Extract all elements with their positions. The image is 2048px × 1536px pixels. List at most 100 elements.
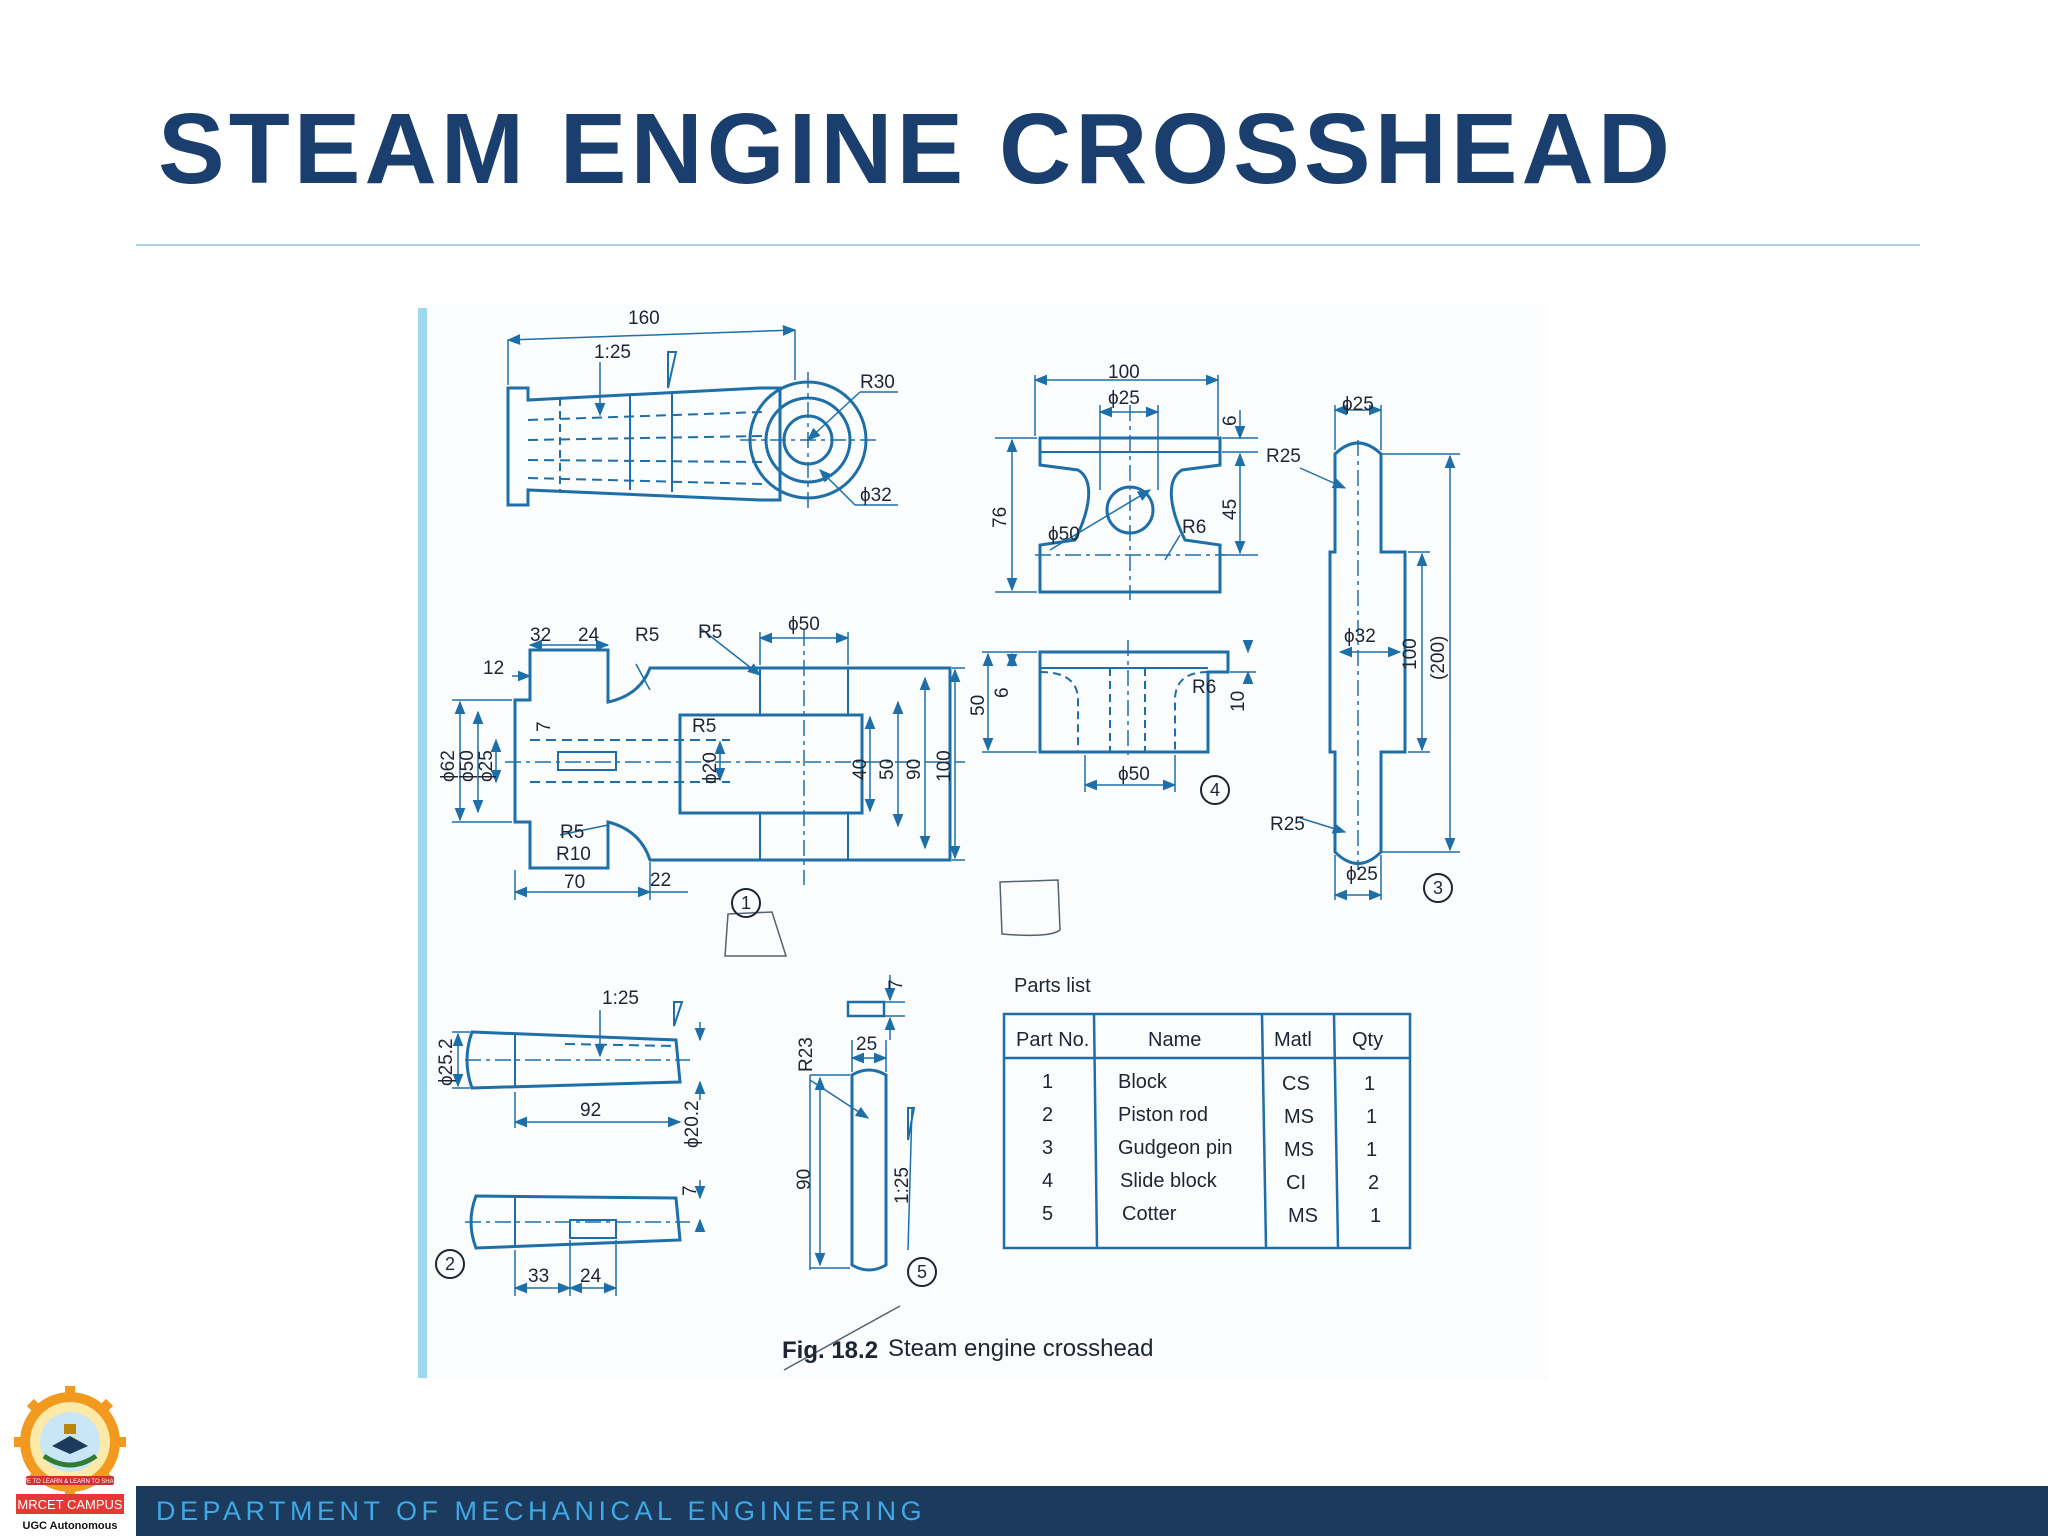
dim-label: R6: [1192, 677, 1216, 698]
dim-label: (200): [1428, 636, 1449, 680]
dim-label: 76: [990, 507, 1011, 528]
dim-label: R25: [1266, 446, 1301, 467]
part-marker-labels: 1 2 3 4 5: [445, 780, 1443, 1282]
part-marker-4: [1200, 775, 1230, 805]
part-markers: [435, 775, 1453, 1287]
logo-subtitle: UGC Autonomous: [23, 1520, 118, 1532]
dim-label: R5: [692, 716, 716, 737]
parts-list-title: Parts list: [1014, 975, 1091, 997]
figure-caption: Fig. 18.2 Steam engine crosshead: [782, 1335, 1154, 1364]
parts-list: Parts list Part No. Name Matl Qty 1 Bloc…: [1002, 975, 1412, 1250]
dim-label: 90: [904, 759, 925, 780]
footer-department: DEPARTMENT OF MECHANICAL ENGINEERING: [156, 1496, 927, 1526]
parts-cell: 1: [1364, 1073, 1375, 1095]
dim-label: 90: [794, 1169, 815, 1190]
title-divider: [136, 244, 1920, 246]
dim-label: R23: [796, 1037, 817, 1072]
block-section-labels: 32 24 12 R5 R5 ϕ50 R5 7 ϕ62 ϕ50 ϕ25 ϕ20 …: [438, 614, 955, 893]
dim-label: 32: [530, 625, 551, 646]
parts-cell: Cotter: [1122, 1203, 1177, 1225]
slide-block-front-view-labels: 100 ϕ25 ϕ50 R6 76 6 45: [990, 362, 1241, 545]
dim-label: 1:25: [892, 1167, 913, 1204]
dim-label: 50: [877, 759, 898, 780]
dim-label: ϕ25: [1346, 864, 1378, 885]
dim-label: 1:25: [602, 988, 639, 1009]
cotter-labels: 7 25 R23 90 1:25: [794, 979, 913, 1204]
dim-label: 25: [856, 1034, 877, 1055]
parts-header: Matl: [1274, 1029, 1312, 1051]
logo-name: MRCET CAMPUS: [17, 1497, 123, 1512]
paper-edge: [418, 308, 427, 1378]
part-marker-label: 1: [741, 893, 751, 913]
parts-cell: MS: [1288, 1205, 1318, 1227]
crosshead-drawing: 160 1:25 R30 ϕ32 100 ϕ25 ϕ50 R6 76 6 45: [418, 305, 1548, 1380]
parts-header: Qty: [1352, 1029, 1383, 1051]
piston-rod-labels: 1:25 ϕ25.2 92 ϕ20.2 7 33 24: [436, 988, 703, 1287]
dim-label: 45: [1220, 499, 1241, 520]
dim-label: ϕ20: [700, 752, 721, 784]
part-marker-label: 2: [445, 1254, 455, 1274]
dim-label: 6: [992, 687, 1013, 698]
part-marker-1: [731, 888, 761, 918]
block-top-view-labels: 160 1:25 R30 ϕ32: [594, 308, 895, 506]
parts-cell: 1: [1366, 1139, 1377, 1161]
dim-label: R6: [1182, 517, 1206, 538]
dim-label: ϕ62: [438, 750, 459, 782]
cotter-views: [809, 975, 916, 1272]
parts-cell: Slide block: [1120, 1170, 1218, 1192]
figure-caption-number: Fig. 18.2: [782, 1337, 878, 1364]
footer-bar: DEPARTMENT OF MECHANICAL ENGINEERING: [136, 1486, 2048, 1536]
logo-gear-icon: [14, 1386, 126, 1498]
dim-label: R30: [860, 372, 895, 393]
parts-cell: Gudgeon pin: [1118, 1137, 1233, 1159]
part-marker-5: [907, 1257, 937, 1287]
dim-label: 7: [886, 979, 907, 990]
gudgeon-pin-view: [1299, 404, 1460, 901]
parts-cell: 1: [1042, 1071, 1053, 1093]
parts-cell: 1: [1370, 1205, 1381, 1227]
dim-label: 10: [1228, 691, 1249, 712]
parts-cell: CI: [1286, 1172, 1306, 1194]
piston-rod-views: [452, 1001, 706, 1296]
dim-label: 70: [564, 872, 585, 893]
drawing-paper: [418, 305, 1548, 1380]
part-marker-label: 4: [1210, 780, 1220, 800]
parts-cell: CS: [1282, 1073, 1310, 1095]
dim-label: 33: [528, 1266, 549, 1287]
gudgeon-pin-labels: ϕ25 R25 ϕ32 100 (200) R25 ϕ25: [1266, 394, 1449, 885]
dim-label: ϕ50: [1048, 524, 1080, 545]
dim-label: 22: [650, 870, 671, 891]
block-section-view: [452, 627, 965, 900]
dim-label: ϕ32: [1344, 626, 1376, 647]
slide-block-side-labels: 50 6 R6 10 ϕ50: [968, 677, 1249, 785]
part-marker-label: 5: [917, 1262, 927, 1282]
parts-cell: 2: [1042, 1104, 1053, 1126]
part-marker-label: 3: [1433, 878, 1443, 898]
dim-label: 12: [483, 658, 504, 679]
dim-label: ϕ25.2: [436, 1038, 457, 1086]
dim-label: 100: [1108, 362, 1140, 383]
parts-cell: 3: [1042, 1137, 1053, 1159]
parts-cell: 5: [1042, 1203, 1053, 1225]
parts-cell: MS: [1284, 1139, 1314, 1161]
dim-label: 100: [1400, 638, 1421, 670]
dim-label: 100: [934, 750, 955, 782]
dim-label: ϕ25: [1108, 388, 1140, 409]
parts-cell: 2: [1368, 1172, 1379, 1194]
slide-block-side-view: [982, 639, 1256, 792]
dim-label: ϕ25: [476, 750, 497, 782]
dim-label: ϕ32: [860, 485, 892, 506]
college-logo: LIVE TO LEARN & LEARN TO SHARE MRCET CAM…: [14, 1386, 126, 1532]
dim-label: 6: [1220, 415, 1241, 426]
dim-label: 7: [680, 1185, 701, 1196]
dim-label: 24: [580, 1266, 602, 1287]
dim-label: 92: [580, 1100, 601, 1121]
parts-cell: Piston rod: [1118, 1104, 1208, 1126]
dim-label: ϕ50: [457, 750, 478, 782]
dim-label: R10: [556, 844, 591, 865]
dim-label: ϕ20.2: [682, 1100, 703, 1148]
parts-cell: Block: [1118, 1071, 1168, 1093]
slide-block-front-view: [995, 374, 1258, 600]
dim-label: 50: [968, 695, 989, 716]
dim-label: R5: [698, 622, 722, 643]
